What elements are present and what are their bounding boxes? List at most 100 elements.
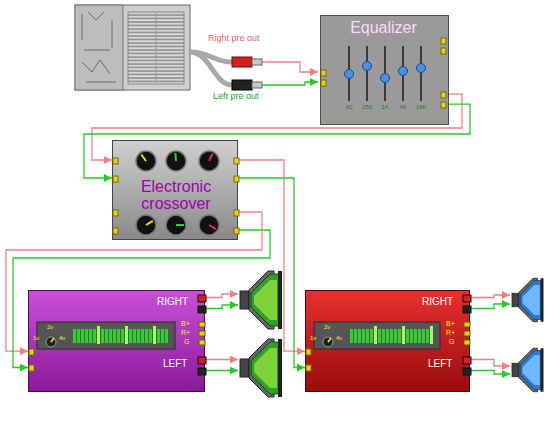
speaker-terminal	[463, 306, 471, 313]
gain-label: 1v	[33, 335, 39, 341]
level-bar	[406, 329, 409, 343]
knob-pointer	[146, 221, 153, 225]
rca-jack	[113, 228, 118, 234]
knob-pointer	[174, 153, 177, 161]
rca-jack	[234, 176, 239, 182]
level-bar	[402, 326, 405, 344]
level-bar	[418, 329, 421, 343]
level-bar	[422, 329, 425, 343]
gain-label: 1v	[310, 335, 316, 341]
speaker	[512, 278, 544, 322]
gain-label: 4v	[336, 335, 342, 341]
level-bar	[93, 329, 96, 343]
control-knob	[166, 215, 186, 235]
amplifier-box: RIGHTLEFTB+R+G2v1v4v	[305, 290, 470, 392]
band-label: 60	[340, 104, 358, 110]
gain-label: 4v	[59, 335, 65, 341]
level-bar	[149, 329, 152, 343]
gain-knob	[323, 337, 333, 347]
level-bar	[362, 329, 365, 343]
level-bar	[161, 329, 164, 343]
level-bar	[77, 329, 80, 343]
subwoofer	[240, 339, 282, 397]
knob-pointer	[141, 155, 146, 161]
level-bar	[410, 329, 413, 343]
level-bar	[426, 329, 429, 343]
level-bar	[85, 329, 88, 343]
signal-label: Left pre out	[212, 92, 260, 102]
rca-jack	[441, 48, 446, 54]
level-bar	[366, 329, 369, 343]
band-label: 250	[358, 104, 376, 110]
level-bar	[141, 329, 144, 343]
rca-jack	[306, 349, 311, 355]
equalizer-box: Equalizer602501K4K16K	[320, 15, 449, 125]
display-panel	[37, 322, 175, 349]
terminal-label: B+	[446, 320, 455, 327]
level-bar	[121, 329, 124, 343]
control-knob	[199, 215, 219, 235]
terminal-label: R+	[181, 329, 190, 336]
level-bar	[394, 329, 397, 343]
head-unit	[75, 5, 190, 90]
level-bar	[382, 329, 385, 343]
rca-jack	[234, 228, 239, 234]
rca-jack	[306, 365, 311, 371]
speaker	[512, 348, 544, 392]
level-bar	[358, 329, 361, 343]
knob-pointer	[176, 224, 184, 226]
rca-jack	[441, 92, 446, 98]
level-bar	[370, 329, 373, 343]
level-bar	[386, 329, 389, 343]
knob-pointer	[209, 225, 216, 229]
slider-track	[366, 46, 368, 101]
level-bar	[398, 329, 401, 343]
rca-jack	[113, 176, 118, 182]
level-bar	[374, 326, 377, 344]
signal-wire	[238, 160, 305, 351]
rca-cable	[190, 52, 318, 90]
rca-jack	[441, 102, 446, 108]
crossover-box: Electronic crossover	[112, 140, 238, 240]
level-bar	[89, 329, 92, 343]
channel-label: RIGHT	[157, 297, 188, 308]
level-bar	[414, 329, 417, 343]
level-bar	[137, 329, 140, 343]
level-bar	[153, 326, 156, 344]
box-title: Electronic crossover	[121, 179, 231, 213]
level-bar	[430, 326, 433, 344]
speaker-terminal	[198, 306, 206, 313]
rca-jack	[234, 210, 239, 216]
band-label: 4K	[394, 104, 412, 110]
level-bar	[350, 329, 353, 343]
knob-pointer	[51, 338, 54, 342]
rca-jack	[113, 158, 118, 164]
gain-label: 2v	[47, 324, 53, 330]
box-title: Equalizer	[321, 20, 446, 37]
level-bar	[81, 329, 84, 343]
rca-jack	[321, 70, 326, 76]
band-label: 1K	[376, 104, 394, 110]
rca-jack	[29, 349, 34, 355]
speaker-terminal	[463, 357, 471, 364]
slider-knob	[345, 70, 354, 79]
rca-jack	[321, 80, 326, 86]
level-bar	[117, 329, 120, 343]
power-terminal	[199, 340, 205, 345]
level-bar	[390, 329, 393, 343]
level-bar	[129, 329, 132, 343]
control-knob	[166, 151, 186, 171]
level-bar	[109, 329, 112, 343]
control-knob	[136, 215, 156, 235]
speaker-terminal	[463, 295, 471, 302]
terminal-label: G	[449, 338, 454, 345]
subwoofer	[240, 271, 282, 329]
channel-label: LEFT	[163, 359, 187, 370]
slider-knob	[417, 64, 426, 73]
level-bar	[105, 329, 108, 343]
speaker-terminal	[198, 368, 206, 375]
level-bar	[73, 329, 76, 343]
speaker-terminal	[198, 357, 206, 364]
terminal-label: G	[184, 338, 189, 345]
knob-pointer	[209, 154, 213, 161]
